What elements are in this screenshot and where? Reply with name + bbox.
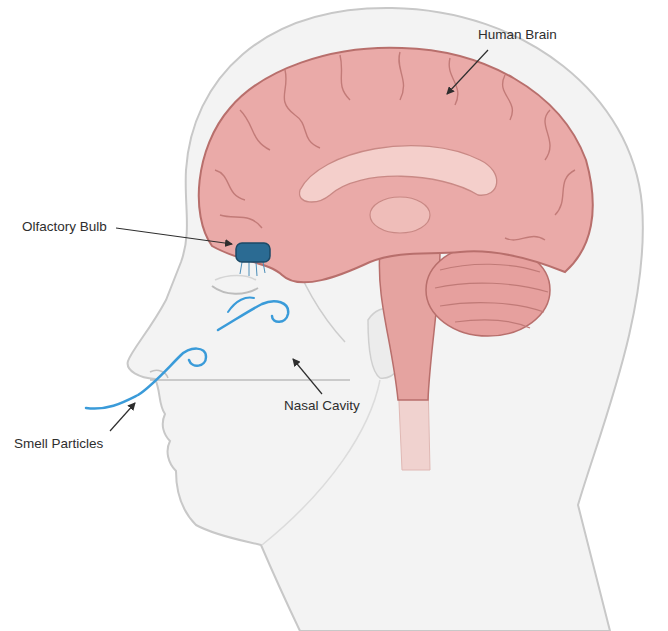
cerebrum (199, 48, 593, 283)
smell-particle-swirl (228, 298, 254, 312)
cerebellum-folds (435, 264, 548, 328)
leader-line (110, 403, 135, 431)
olfactory-nerves (240, 262, 265, 276)
palate-line (150, 379, 350, 381)
jaw-line (262, 380, 380, 545)
part-label: Smell Particles (14, 436, 103, 452)
olfactory-bulb (236, 243, 270, 262)
part-label: Nasal Cavity (284, 398, 360, 414)
gyri (215, 52, 575, 240)
leader-line (116, 228, 232, 244)
eyelid (215, 276, 256, 281)
smell-particle-swirl (218, 301, 288, 330)
part-label: Olfactory Bulb (22, 219, 107, 235)
thalamus (370, 197, 430, 233)
leader-line (447, 50, 488, 94)
smell-particle-stream (86, 349, 206, 409)
part-label: Human Brain (478, 27, 557, 43)
corpus-callosum (300, 146, 497, 202)
head-outline (128, 8, 643, 631)
eye (212, 286, 258, 294)
leader-line (293, 359, 322, 394)
